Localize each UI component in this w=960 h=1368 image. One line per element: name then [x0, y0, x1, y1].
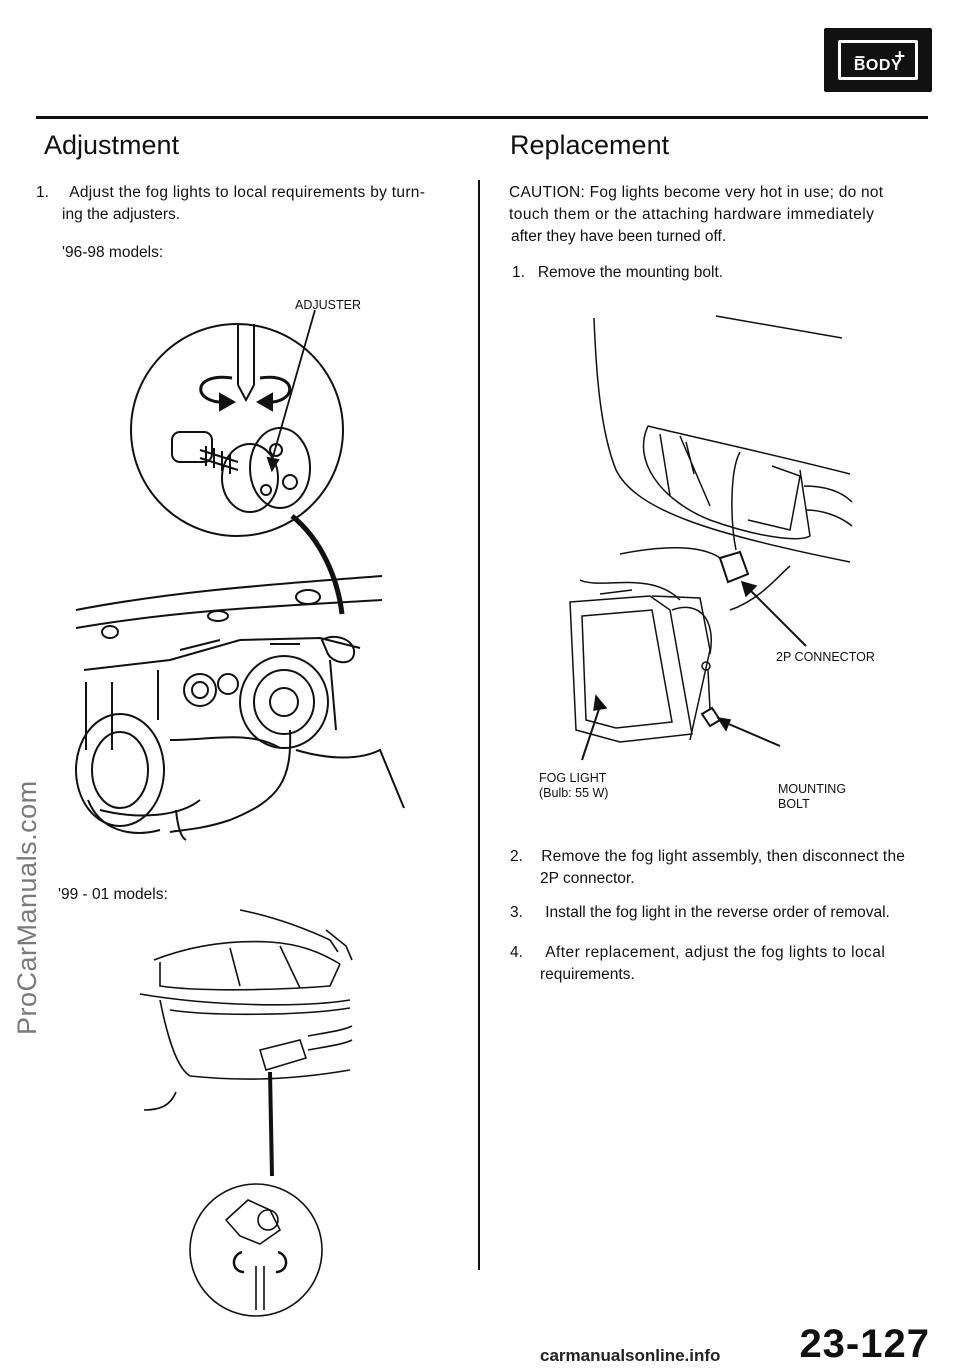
caution-line-3: after they have been turned off. [511, 228, 727, 245]
watermark: ProCarManuals.com [4, 560, 44, 1040]
minus-symbol: – [855, 46, 866, 66]
column-divider [478, 180, 480, 1270]
models-99-01-heading: '99 - 01 models: [58, 886, 168, 903]
footer-watermark: carmanualsonline.info [540, 1346, 721, 1365]
replacement-step-3: 3. Install the fog light in the reverse … [510, 902, 920, 924]
replacement-step-4: 4. After replacement, adjust the fog lig… [510, 942, 920, 986]
step-number: 2. [510, 848, 523, 865]
fog-light-adjuster-96-98-illustration [75, 309, 405, 841]
fog-light-removal-illustration [569, 315, 853, 761]
step-text-line-1: Remove the fog light assembly, then disc… [541, 848, 906, 865]
header-rule [36, 116, 928, 119]
mounting-bolt-label-line-2: BOLT [778, 797, 810, 811]
connector-label: 2P CONNECTOR [776, 650, 875, 664]
models-96-98-heading: '96-98 models: [62, 244, 164, 261]
badge-label: BODY [853, 57, 903, 74]
replacement-step-2: 2. Remove the fog light assembly, then d… [510, 846, 920, 890]
step-number: 1. [36, 184, 49, 201]
fog-light-label: FOG LIGHT (Bulb: 55 W) [539, 771, 608, 801]
battery-icon: – + BODY [838, 40, 918, 80]
step-number: 3. [510, 904, 523, 921]
replacement-step-1: 1. Remove the mounting bolt. [512, 264, 724, 281]
step-number: 4. [510, 944, 523, 961]
fog-light-adjuster-99-01-illustration [139, 909, 353, 1317]
caution-note: CAUTION: Fog lights become very hot in u… [509, 182, 909, 248]
step-text-line-2: ing the adjusters. [62, 206, 181, 223]
step-text-line-2: requirements. [540, 966, 635, 983]
adjustment-title: Adjustment [44, 130, 180, 160]
page-number: 23-127 [799, 1322, 930, 1366]
step-text-line-1: Adjust the fog lights to local requireme… [69, 184, 426, 201]
caution-line-2: touch them or the attaching hardware imm… [509, 206, 875, 223]
adjustment-step-1: 1. Adjust the fog lights to local requir… [36, 182, 466, 226]
step-text: Install the fog light in the reverse ord… [545, 904, 890, 921]
adjuster-label: ADJUSTER [295, 298, 361, 312]
mounting-bolt-label: MOUNTING BOLT [778, 782, 846, 812]
fog-light-label-line-1: FOG LIGHT [539, 771, 607, 785]
plus-symbol: + [894, 46, 905, 66]
section-badge: – + BODY [824, 28, 932, 92]
step-text-line-2: 2P connector. [540, 870, 635, 887]
fog-light-label-line-2: (Bulb: 55 W) [539, 786, 609, 800]
replacement-title: Replacement [510, 130, 670, 160]
mounting-bolt-label-line-1: MOUNTING [778, 782, 847, 796]
step-text-line-1: After replacement, adjust the fog lights… [545, 944, 886, 961]
watermark-text: ProCarManuals.com [12, 780, 42, 1035]
caution-line-1: CAUTION: Fog lights become very hot in u… [509, 184, 884, 201]
